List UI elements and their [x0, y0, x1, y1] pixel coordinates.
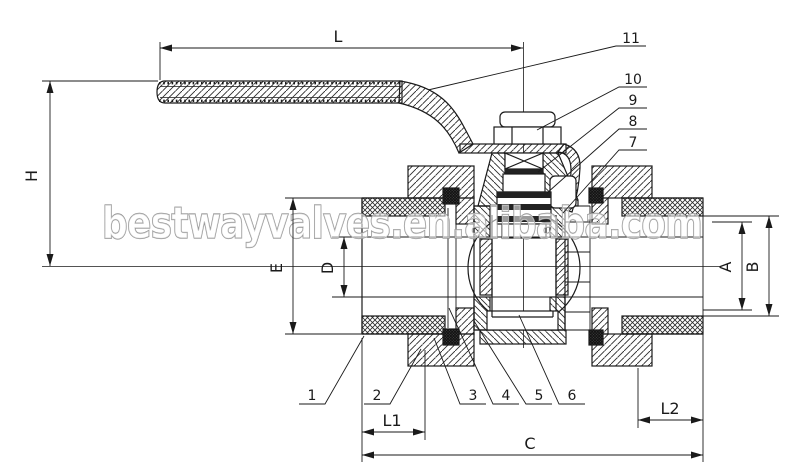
dim-label-L2: L2: [660, 399, 679, 418]
leader-3: [433, 337, 486, 405]
leader-7: [562, 149, 647, 214]
part-label-6: 6: [568, 388, 577, 404]
part-label-10: 10: [624, 72, 642, 88]
dim-label-E: E: [267, 263, 286, 273]
seal-ring: [442, 187, 460, 205]
dimension-H: [42, 80, 158, 266]
seat-left: [479, 238, 493, 296]
dim-label-A: A: [716, 261, 735, 272]
bore-lines: [332, 236, 703, 298]
dim-label-B: B: [743, 262, 762, 273]
part-callout-leaders: [299, 45, 647, 405]
dim-label-D: D: [318, 262, 337, 274]
handle-plate: [459, 143, 567, 154]
stem-hex-nut: [493, 111, 562, 145]
leader-9: [537, 107, 647, 173]
part-label-3: 3: [469, 388, 478, 404]
dimension-L2: [637, 198, 704, 462]
leader-4: [448, 307, 519, 405]
leader-8: [546, 128, 647, 194]
valve-assembly: [42, 42, 720, 367]
leader-5: [473, 320, 552, 405]
part-label-1: 1: [308, 388, 317, 404]
dimension-L: [159, 42, 523, 80]
bottom-boss: [479, 329, 567, 345]
seat-retainer: [486, 310, 559, 331]
part-label-8: 8: [629, 114, 638, 130]
right-union-nut: [588, 165, 653, 367]
dim-label-C: C: [524, 434, 535, 453]
watermark: bestwayvalves.en.alibaba.com: [102, 198, 702, 249]
leader-6: [518, 314, 585, 405]
part-label-11: 11: [622, 31, 640, 47]
leader-1: [299, 335, 365, 405]
dimension-B: [703, 215, 779, 317]
dimension-E: [285, 197, 362, 335]
seal-ring: [442, 328, 460, 346]
dimensions: [42, 42, 779, 462]
left-union-nut: [407, 165, 475, 367]
stem-assembly: [477, 152, 579, 239]
dim-label-L: L: [334, 27, 343, 46]
part-label-9: 9: [629, 93, 638, 109]
seal-ring: [588, 187, 604, 204]
valve-handle: [156, 80, 581, 213]
part-label-5: 5: [535, 388, 544, 404]
valve-body: [467, 205, 591, 345]
seat-right: [555, 238, 569, 296]
part-callout-labels: 11 10 9 8 7 1 2 3 4 5 6: [308, 31, 642, 404]
part-label-4: 4: [502, 388, 511, 404]
seal-ring: [588, 329, 604, 346]
part-label-2: 2: [373, 388, 382, 404]
dim-label-L1: L1: [382, 411, 401, 430]
part-label-7: 7: [629, 135, 638, 151]
stem: [502, 173, 546, 193]
left-pipe-end: [361, 197, 446, 335]
dimension-A: [703, 221, 752, 311]
leader-2: [364, 348, 422, 405]
dimension-L1: [361, 338, 426, 462]
leader-10: [536, 86, 647, 131]
dim-label-H: H: [22, 170, 41, 182]
leader-11: [427, 45, 646, 91]
dimension-labels: L H E D A B L1 L2 C: [22, 27, 762, 453]
gland-nut: [501, 223, 547, 239]
